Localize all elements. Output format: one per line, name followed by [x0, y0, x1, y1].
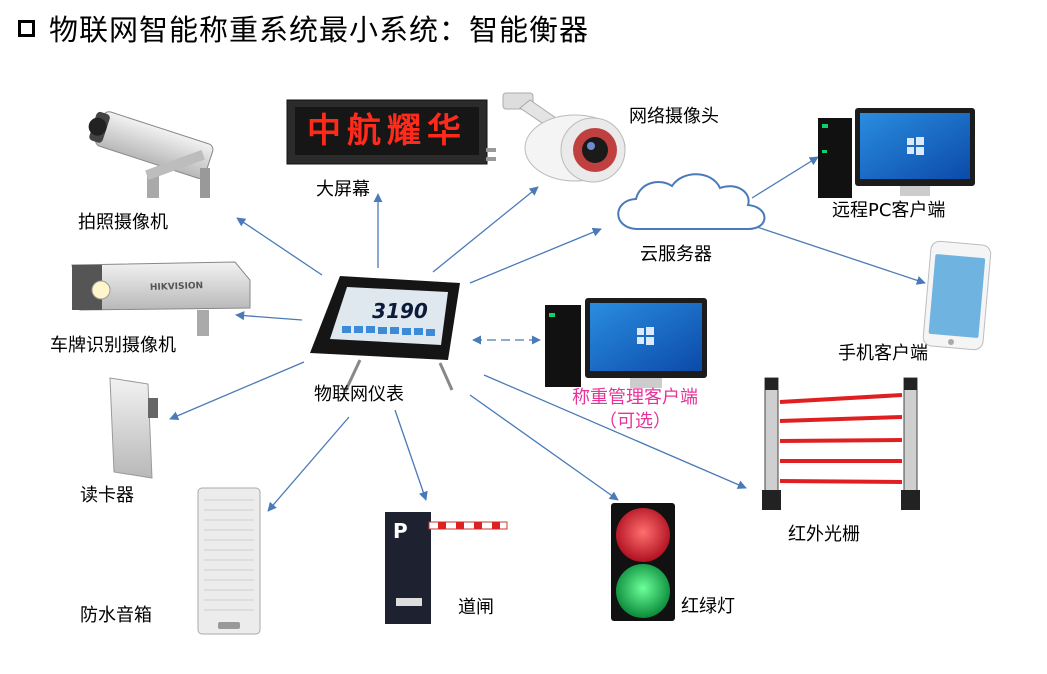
- cloud-server-icon: [617, 173, 766, 230]
- led-display-text: 中航耀华: [307, 111, 467, 151]
- page-title: 物联网智能称重系统最小系统：智能衡器: [49, 13, 590, 47]
- infrared-grating-image: [762, 377, 920, 510]
- mobile-phone-image: [922, 240, 992, 351]
- label-network-camera: 网络摄像头: [629, 106, 719, 127]
- traffic-light-image: [611, 503, 675, 621]
- label-plate-camera: 车牌识别摄像机: [50, 335, 176, 356]
- indicator-reading: 3190: [372, 299, 428, 323]
- plate-camera-image: HIKVISION: [71, 261, 251, 336]
- barrier-gate-image: P: [385, 512, 508, 624]
- label-cloud-server: 云服务器: [640, 244, 712, 265]
- arrow-to-plate-camera: [235, 311, 303, 321]
- arrow-to-card-reader: [169, 361, 305, 420]
- network-camera-image: [502, 92, 626, 183]
- label-mobile-client: 手机客户端: [838, 343, 928, 364]
- label-snapshot-camera: 拍照摄像机: [78, 212, 168, 233]
- arrow-to-network-camera: [432, 186, 539, 273]
- arrow-to-barrier-gate: [394, 409, 428, 501]
- label-card-reader: 读卡器: [80, 485, 134, 506]
- svg-text:HIKVISION: HIKVISION: [150, 281, 204, 293]
- arrow-to-cloud-server: [469, 227, 602, 284]
- label-waterproof-speaker: 防水音箱: [80, 605, 152, 626]
- label-iot-indicator: 物联网仪表: [314, 384, 404, 405]
- label-weighing-client: 称重管理客户端 （可选）: [572, 386, 698, 434]
- label-barrier-gate: 道闸: [458, 597, 494, 618]
- big-screen-image: 中航耀华: [286, 99, 496, 165]
- label-big-screen: 大屏幕: [316, 179, 370, 200]
- label-weighing-client-name: 称重管理客户端: [572, 387, 698, 408]
- iot-indicator-image: 3190: [310, 276, 460, 393]
- card-reader-image: [109, 377, 158, 479]
- title-bullet-square: [18, 19, 35, 37]
- label-traffic-light: 红绿灯: [681, 596, 735, 617]
- snapshot-camera-image: [88, 111, 214, 198]
- arrow-cloud-to-remote-pc: [751, 156, 819, 199]
- connection-arrows: [169, 156, 926, 512]
- arrow-cloud-to-mobile: [756, 226, 926, 285]
- svg-text:P: P: [393, 519, 408, 543]
- speaker-image: [197, 487, 261, 635]
- arrow-to-infrared-grating: [483, 374, 747, 489]
- arrow-to-speaker: [267, 416, 350, 512]
- remote-pc-image: [818, 108, 975, 198]
- weighing-client-pc-image: [545, 298, 707, 388]
- arrow-to-traffic-light: [469, 394, 619, 501]
- title-row: 物联网智能称重系统最小系统：智能衡器: [18, 8, 589, 48]
- label-infrared-grating: 红外光栅: [788, 524, 860, 545]
- label-weighing-client-optional: （可选）: [599, 411, 671, 432]
- arrow-to-snapshot-camera: [236, 217, 323, 276]
- label-remote-pc: 远程PC客户端: [832, 200, 946, 221]
